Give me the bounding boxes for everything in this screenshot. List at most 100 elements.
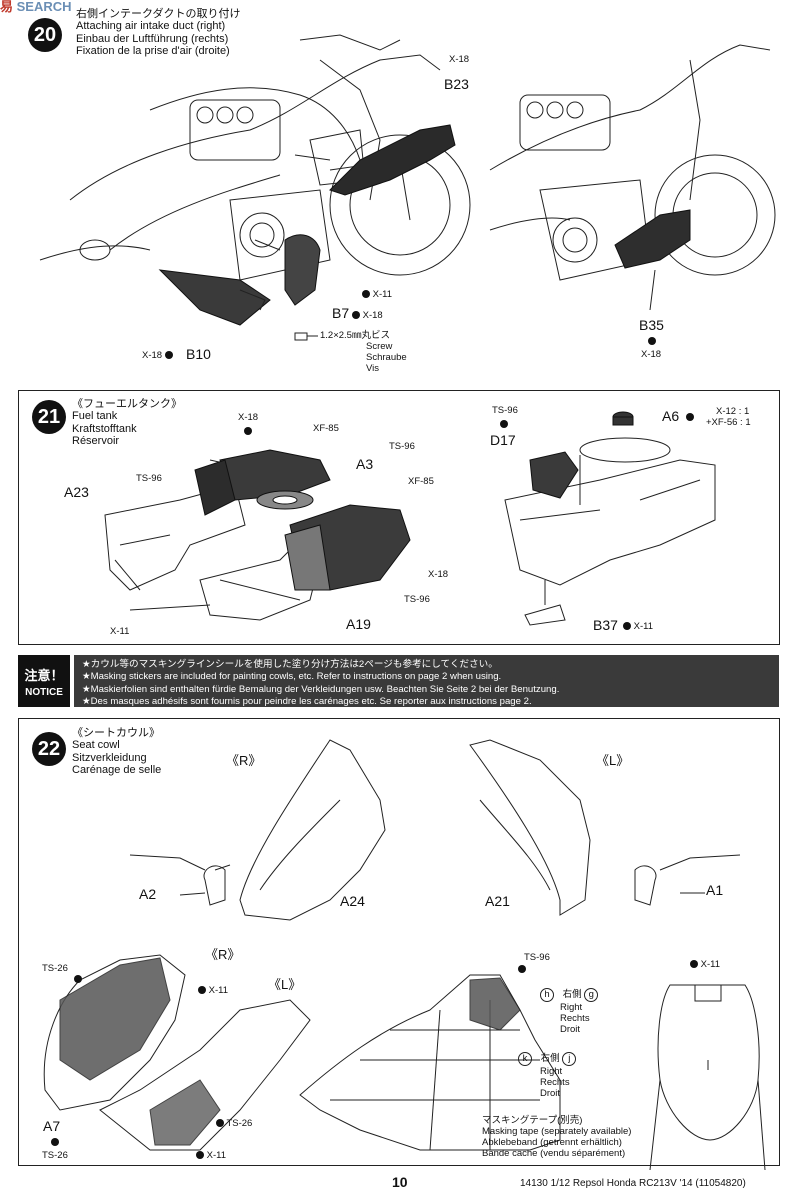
step-20-drawing [39,34,776,341]
b10-paint-code-text: X-18 [142,350,163,361]
a6-mix-bullet [686,412,694,423]
ts26-paint-code-a: TS-26 [42,963,68,974]
a3-label: A3 [356,456,374,472]
step-21-number: 21 [32,400,66,434]
masking-tape-de: Abklebeband (getrennt erhältlich) [482,1137,622,1148]
ts96-paint-code-22: TS-96 [524,952,550,963]
paint-bullet-icon [690,960,698,969]
sticker-k-icon: k [518,1052,532,1066]
step-20-title-en: Attaching air intake duct (right) [76,20,226,33]
l-label-top: 《L》 [596,753,630,768]
a1-label: A1 [706,882,724,898]
r-label-top: 《R》 [226,753,262,768]
step-22-title: 《シートカウル》 Seat cowl Sitzverkleidung Carén… [72,727,161,776]
x18-paint-code-21b: X-18 [428,569,449,580]
sticker-k-j-jp: 右側 [540,1053,560,1064]
d17-bullet [500,419,508,430]
ts26-paint-code-b: TS-26 [216,1118,252,1129]
a23-label: A23 [64,484,89,500]
ts26-paint-code-a-text: TS-26 [42,963,68,974]
a6-paint-mix-1: X-12 : 1 [716,406,750,417]
paint-bullet-icon [74,975,82,984]
paint-bullet-icon [216,1119,224,1128]
paint-bullet-icon [362,290,370,299]
sticker-k-j-note: k 右側 j Right Rechts Droit [518,1052,577,1099]
paint-bullet-icon [51,1138,59,1147]
kit-reference: 14130 1/12 Repsol Honda RC213V '14 (1105… [520,1178,746,1189]
step-21-panel [18,390,780,645]
ts96-paint-code-b: TS-96 [136,473,162,484]
a6-paint-mix: X-12 : 1 +XF-56 : 1 [706,406,751,428]
masking-tape-note: マスキングテープ(別売) Masking tape (separately av… [482,1115,631,1159]
b23-paint-code: X-18 [449,54,470,65]
sticker-j-icon: j [562,1052,577,1066]
paint-bullet-icon [244,427,252,436]
ts96-paint-code-c: TS-96 [404,594,430,605]
paint-bullet-icon [198,986,206,995]
step-22-title-fr: Carénage de selle [72,763,162,776]
b10-paint-code: X-18 [142,350,173,361]
a7-label: A7 [43,1118,61,1134]
sticker-h-g-note: h 右側 g Right Rechts Droit [540,988,599,1035]
notice-line-de: ★Maskierfolien sind enthalten fürdie Bem… [82,683,560,695]
ts96-paint-code-a: TS-96 [389,441,415,452]
x11-paint-code-22a-text: X-11 [208,985,229,996]
sticker-g-icon: g [584,988,599,1002]
b7-paint-x11: X-11 [362,289,392,300]
step-21-title: 《フューエルタンク》 Fuel tank Kraftstofftank Rése… [72,398,182,447]
step-21-drawing [104,411,716,626]
paint-bullet-icon [164,351,173,360]
a21-label: A21 [485,893,510,909]
a19-label: A19 [346,616,371,632]
b7-label: B7 [332,305,350,321]
b10-label: B10 [186,346,211,362]
ts26-paint-code-c: TS-26 [42,1150,68,1161]
step-20-title-jp: 右側インテークダクトの取り付け [76,8,241,20]
l-label-low: 《L》 [268,977,302,992]
x11-paint-code-22b-text: X-11 [206,1150,227,1161]
step-20-title-de: Einbau der Luftführung (rechts) [76,32,229,45]
a6-label: A6 [662,408,680,424]
x18-paint-code-21: X-18 [238,412,259,423]
paint-bullet-icon [196,1151,204,1160]
b35-paint-code: X-18 [641,349,662,360]
step-20-title: 右側インテークダクトの取り付け Attaching air intake duc… [76,8,241,57]
sticker-k-j-fr: Droit [540,1088,561,1099]
masking-tape-jp: マスキングテープ(別売) [482,1115,583,1126]
x18-bullet-21 [244,426,252,437]
xf85-paint-code-a: XF-85 [313,423,339,434]
sticker-h-g-jp: 右側 [562,989,582,1000]
step-22-title-en: Seat cowl [72,739,120,752]
sticker-h-icon: h [540,988,554,1002]
sticker-h-g-de: Rechts [560,1013,590,1024]
screw-label: 1.2×2.5㎜丸ビス Screw Schraube Vis [320,330,407,374]
notice-line-fr: ★Des masques adhésifs sont fournis pour … [82,695,532,707]
notice-line-en: ★Masking stickers are included for paint… [82,671,502,683]
xf85-paint-code-b: XF-85 [408,476,434,487]
step-22-panel [18,718,780,1166]
ts26-bullet-c [51,1137,59,1148]
watermark: 易 SEARCH [0,0,72,14]
x11-paint-code-22b: X-11 [196,1150,226,1161]
sticker-k-j-en: Right [540,1066,563,1077]
sticker-h-g-fr: Droit [560,1024,581,1035]
ts96-bullet-22 [518,964,526,975]
step-21-title-fr: Réservoir [72,434,120,447]
b37-paint-x11-text: X-11 [633,621,654,632]
sticker-k-j-row: k 右側 j [518,1052,577,1066]
masking-tape-fr: Bande cache (vendu séparément) [482,1148,626,1159]
sticker-h-g-row: h 右側 g [540,988,599,1002]
screw-label-de: Schraube [366,352,407,363]
x11-paint-code-22c-text: X-11 [700,959,721,970]
b37-paint-x11: X-11 [623,621,653,632]
x11-paint-code-22c: X-11 [690,959,720,970]
screw-label-fr: Vis [366,363,380,374]
screw-label-jp: 1.2×2.5㎜丸ビス [320,330,390,341]
step-21-title-jp: 《フューエルタンク》 [72,398,182,410]
notice-line-jp: ★カウル等のマスキングラインシールを使用した塗り分け方法は2ページも参考にしてく… [82,659,498,670]
a6-paint-mix-2: +XF-56 : 1 [706,417,751,428]
masking-tape-en: Masking tape (separately available) [482,1126,632,1137]
step-21-title-en: Fuel tank [72,410,118,423]
ts26-bullet-a [74,974,82,985]
